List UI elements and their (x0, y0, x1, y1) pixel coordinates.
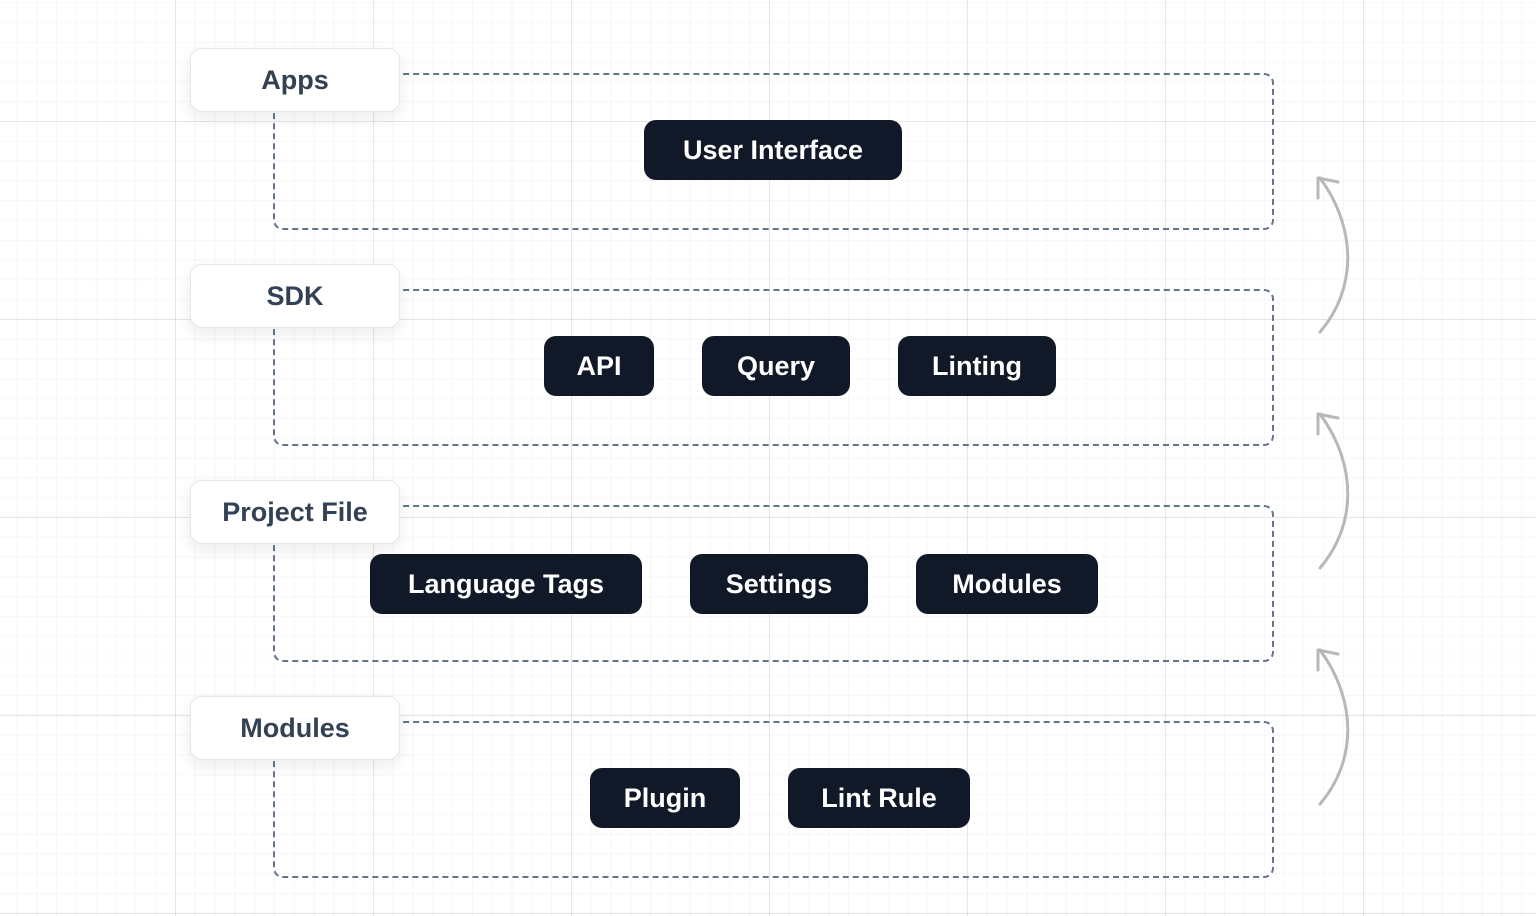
lint-rule-chip: Lint Rule (788, 768, 970, 828)
up-arrow-icon (1316, 412, 1350, 570)
layer-project-file-box (273, 505, 1274, 662)
layer-project-file-label: Project File (190, 480, 400, 544)
layer-apps-box (273, 73, 1274, 230)
layer-sdk-label: SDK (190, 264, 400, 328)
modules-chip: Modules (916, 554, 1098, 614)
api-chip: API (544, 336, 654, 396)
language-tags-chip: Language Tags (370, 554, 642, 614)
up-arrow-icon (1316, 176, 1350, 334)
settings-chip: Settings (690, 554, 868, 614)
plugin-chip: Plugin (590, 768, 740, 828)
layer-sdk-box (273, 289, 1274, 446)
layer-modules-box (273, 721, 1274, 878)
up-arrow-icon (1316, 648, 1350, 806)
layer-apps-label: Apps (190, 48, 400, 112)
linting-chip: Linting (898, 336, 1056, 396)
layer-modules-label: Modules (190, 696, 400, 760)
query-chip: Query (702, 336, 850, 396)
user-interface-chip: User Interface (644, 120, 902, 180)
